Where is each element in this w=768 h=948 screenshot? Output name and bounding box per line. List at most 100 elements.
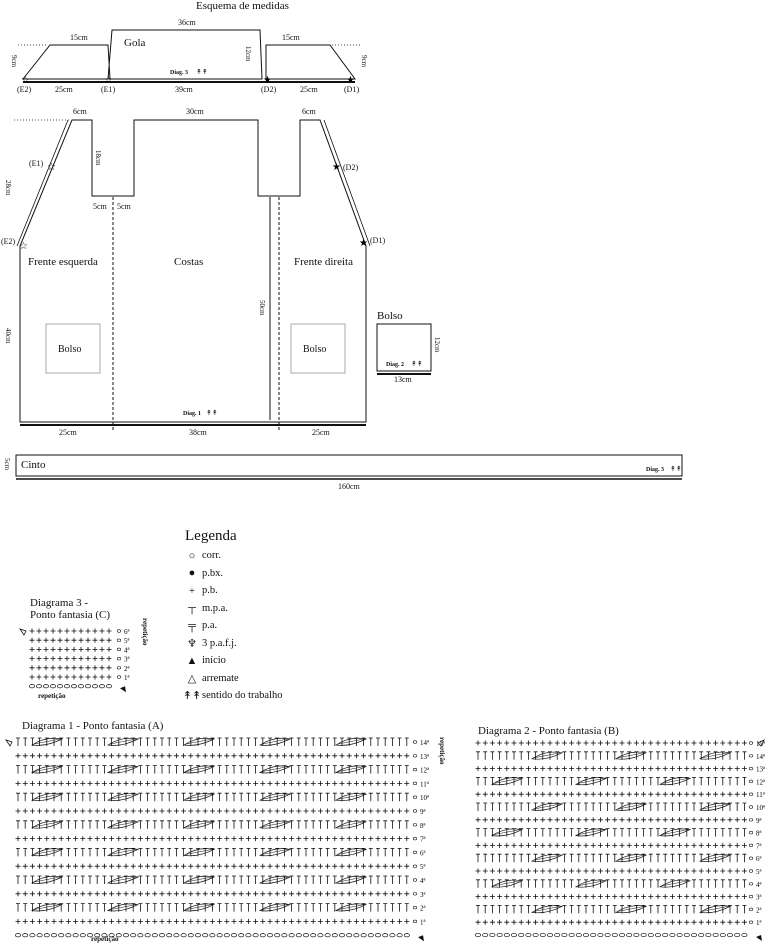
finish-arrow-icon (757, 739, 765, 747)
legend-item: ♆ 3 p.a.f.j. (185, 635, 282, 653)
body-diag-ref: Diag. 1 (183, 411, 201, 417)
gola-piece (18, 29, 360, 83)
star-filled-icon: ★ (263, 75, 272, 86)
legend-item: △arremate (185, 670, 282, 688)
legend-label: corr. (202, 550, 221, 562)
mark-e2-top: (E2) (17, 85, 32, 94)
gola-diag-ref: Diag. 3 (170, 70, 188, 76)
start-arrow-icon (756, 935, 762, 941)
gola-left-top: 15cm (70, 33, 89, 42)
single-crochet-icon: + (188, 584, 196, 597)
row-number: 13ª (756, 766, 765, 774)
width-center: 38cm (189, 428, 208, 437)
mark-d1-top: (D1) (344, 85, 359, 94)
gola-right-bottom: 25cm (300, 85, 319, 94)
mark-e1: (E1) (29, 159, 44, 168)
belt-label: Cinto (21, 459, 46, 471)
legend-item: +p.b. (185, 582, 282, 600)
back-height: 50cm (258, 300, 266, 316)
row-number: 3ª (756, 894, 762, 902)
gola-center-height: 12cm (244, 46, 252, 62)
row-number: 15ª (756, 740, 765, 748)
row-number: 6ª (124, 628, 130, 636)
shoulder-right: 6cm (302, 107, 317, 116)
row-number: 14ª (756, 753, 765, 761)
diagram3-repeat-v: repetição (141, 618, 149, 646)
row-number: 1ª (420, 918, 426, 926)
row-number: 8ª (756, 830, 762, 838)
star-icon: ☆ (47, 162, 56, 173)
legend-item: ○corr. (185, 547, 282, 565)
start-arrow-icon (418, 935, 424, 942)
row-number: 8ª (420, 822, 426, 830)
row-number: 2ª (756, 906, 762, 914)
cluster-icon: ♆ (187, 637, 197, 650)
gola-bottom-width: 39cm (175, 85, 194, 94)
row-number: 3ª (420, 891, 426, 899)
row-number: 6ª (420, 849, 426, 857)
row-number: 10ª (420, 794, 429, 802)
diagram2-title: Diagrama 2 - Ponto fantasia (B) (478, 725, 619, 737)
row-number: 11ª (756, 791, 765, 799)
pocket-placement-left: Bolso (58, 344, 81, 355)
front-right-label: Frente direita (294, 256, 353, 268)
belt-diag-ref: Diag. 3 (646, 467, 664, 473)
finish-arrow-icon (5, 739, 13, 747)
belt-height: 5cm (3, 458, 11, 471)
star-filled-icon: ★ (346, 75, 355, 86)
side-height: 40cm (4, 328, 12, 344)
row-number: 12ª (756, 778, 765, 786)
gola-top-width: 36cm (178, 18, 197, 27)
schema-title: Esquema de medidas (196, 0, 289, 12)
legend-label: sentido do trabalho (202, 690, 283, 702)
row-number: 4ª (756, 881, 762, 889)
legend-label: 3 p.a.f.j. (202, 637, 237, 649)
diagram1-repeat-h: repetição (91, 935, 119, 943)
mark-e2: (E2) (1, 237, 16, 246)
belt-arrows-icon: ↟↟ (670, 465, 682, 473)
body-arrows-icon: ↟↟ (206, 409, 218, 417)
pocket-title: Bolso (377, 310, 403, 322)
row-number: 5ª (420, 863, 426, 871)
shoulder-left: 6cm (73, 107, 88, 116)
row-number: 4ª (124, 646, 130, 654)
star-filled-icon: ★ (332, 162, 341, 173)
work-direction-icon: ↟↟ (182, 690, 202, 703)
slip-stitch-icon: ● (188, 567, 196, 580)
gola-label: Gola (124, 37, 146, 49)
pocket-diag-ref: Diag. 2 (386, 362, 404, 368)
start-arrow-icon (120, 686, 126, 693)
diagram1-repeat-v: repetição (438, 737, 446, 765)
pocket-placement-right: Bolso (303, 344, 326, 355)
legend: Legenda ○corr.●p.bx.+p.b.┬m.p.a.╤p.a.♆3 … (182, 528, 283, 705)
star-icon: ☆ (104, 75, 113, 86)
finish-arrow-icon (19, 628, 27, 636)
mark-e1-top: (E1) (101, 85, 116, 94)
legend-label: p.bx. (202, 567, 223, 579)
front-left-label: Frente esquerda (28, 256, 98, 268)
row-number: 5ª (124, 637, 130, 645)
body-piece (14, 119, 371, 430)
star-filled-icon: ★ (359, 238, 368, 249)
width-left: 25cm (59, 428, 78, 437)
legend-item: ╤ p.a. (185, 617, 282, 635)
diagram3-subtitle: Ponto fantasia (C) (30, 609, 110, 621)
width-right: 25cm (312, 428, 331, 437)
row-number: 7ª (420, 836, 426, 844)
back-neck-width: 30cm (186, 107, 205, 116)
neck-left-a: 5cm (93, 202, 108, 211)
double-crochet-icon: ╤ (188, 619, 196, 632)
gola-right-top: 15cm (282, 33, 301, 42)
front-slope-height: 28cm (4, 180, 12, 196)
belt-width: 160cm (338, 482, 361, 491)
mark-d2: (D2) (343, 163, 358, 172)
mark-d2-top: (D2) (261, 85, 276, 94)
pocket-height: 12cm (433, 337, 441, 353)
gola-left-height: 9cm (10, 55, 18, 68)
legend-label: p.a. (202, 620, 218, 632)
gola-right-height: 9cm (360, 55, 368, 68)
